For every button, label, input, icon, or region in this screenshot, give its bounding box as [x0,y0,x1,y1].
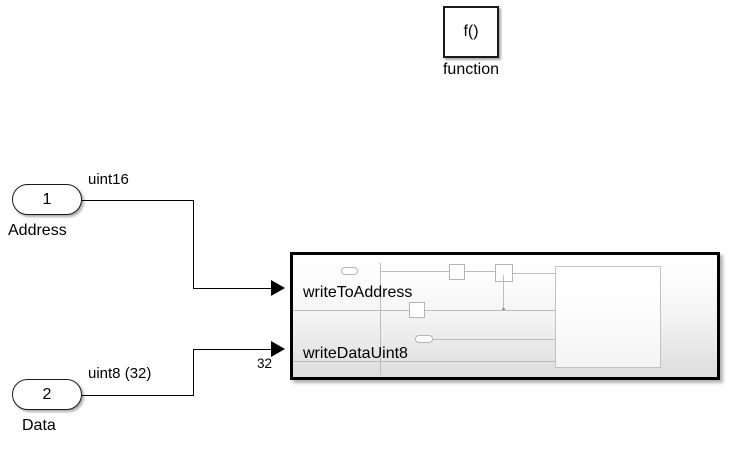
wire-1-segment-h2 [193,288,272,289]
signal-width-annotation-32: 32 [257,356,273,371]
function-block-caption: function [442,61,500,78]
wire-1-arrowhead [271,280,285,296]
inport-2-caption: Data [22,417,56,434]
preview-pill-2 [415,335,433,343]
preview-box-2 [495,264,513,282]
preview-line-h-5 [433,339,556,340]
function-block-glyph: f() [463,23,479,40]
wire-2-segment-v [193,349,194,396]
subsystem-port-label-writeDataUint8: writeDataUint8 [303,345,408,362]
preview-pill-1 [341,267,358,275]
preview-line-v-2 [503,275,504,310]
signal-label-uint8-32: uint8 (32) [88,365,152,382]
inport-1-caption: Address [8,222,67,239]
signal-label-uint16: uint16 [88,171,129,188]
preview-line-h-top [380,271,505,272]
function-block[interactable]: f() [443,6,499,58]
inport-2-number: 2 [42,385,52,403]
preview-line-h-4 [293,310,409,311]
preview-line-h-3 [425,310,556,311]
wire-2-segment-h2 [193,349,272,350]
inport-block-2[interactable]: 2 [12,379,82,410]
preview-box-1 [449,264,465,280]
inport-block-1[interactable]: 1 [12,184,82,215]
wire-2-arrowhead [271,341,285,357]
preview-line-h-2 [513,273,556,274]
preview-junction-dot [502,308,505,311]
preview-line-h-6 [293,361,556,362]
inport-1-number: 1 [42,190,52,208]
preview-line-v-1 [380,263,381,375]
wire-1-segment-h1 [82,200,194,201]
subsystem-block[interactable]: writeToAddress writeDataUint8 [290,252,720,380]
preview-box-3 [409,302,425,318]
wire-2-segment-h1 [82,395,194,396]
subsystem-port-label-writeToAddress: writeToAddress [303,284,413,301]
wire-1-segment-v [193,200,194,288]
preview-line-h-1 [465,271,495,272]
preview-bigbox [555,266,661,368]
